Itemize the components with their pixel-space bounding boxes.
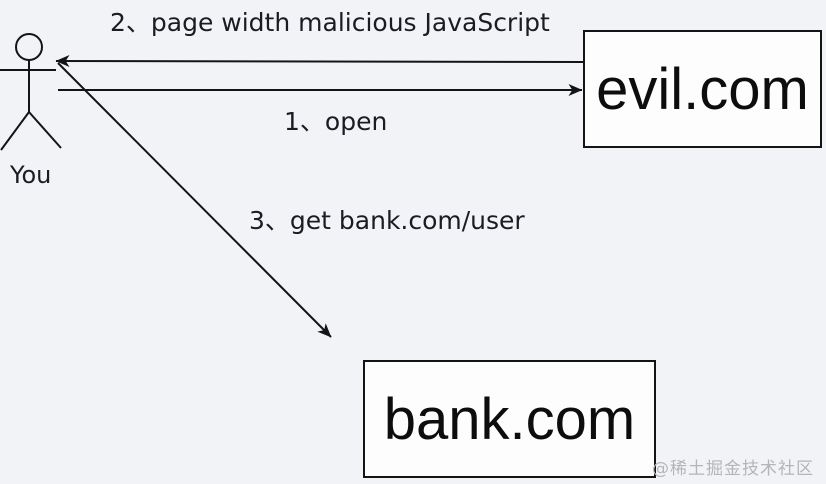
actor-head <box>15 33 43 61</box>
node-bank-label: bank.com <box>383 386 636 452</box>
actor-right-leg <box>28 111 62 149</box>
edge-label-open: 1、open <box>284 107 388 136</box>
node-bank-box: bank.com <box>363 360 656 478</box>
actor-figure-icon <box>0 33 62 151</box>
actor-left-leg <box>0 111 30 151</box>
actor-label: You <box>10 161 52 189</box>
node-evil-box: evil.com <box>583 30 822 148</box>
edge-label-get-user: 3、get bank.com/user <box>249 206 525 235</box>
watermark-text: @稀土掘金技术社区 <box>652 459 814 479</box>
arrow-malicious-page <box>55 55 584 68</box>
node-evil-label: evil.com <box>596 56 809 122</box>
edge-label-malicious-page: 2、page width malicious JavaScript <box>110 8 550 37</box>
arrow-get-user <box>57 62 332 338</box>
